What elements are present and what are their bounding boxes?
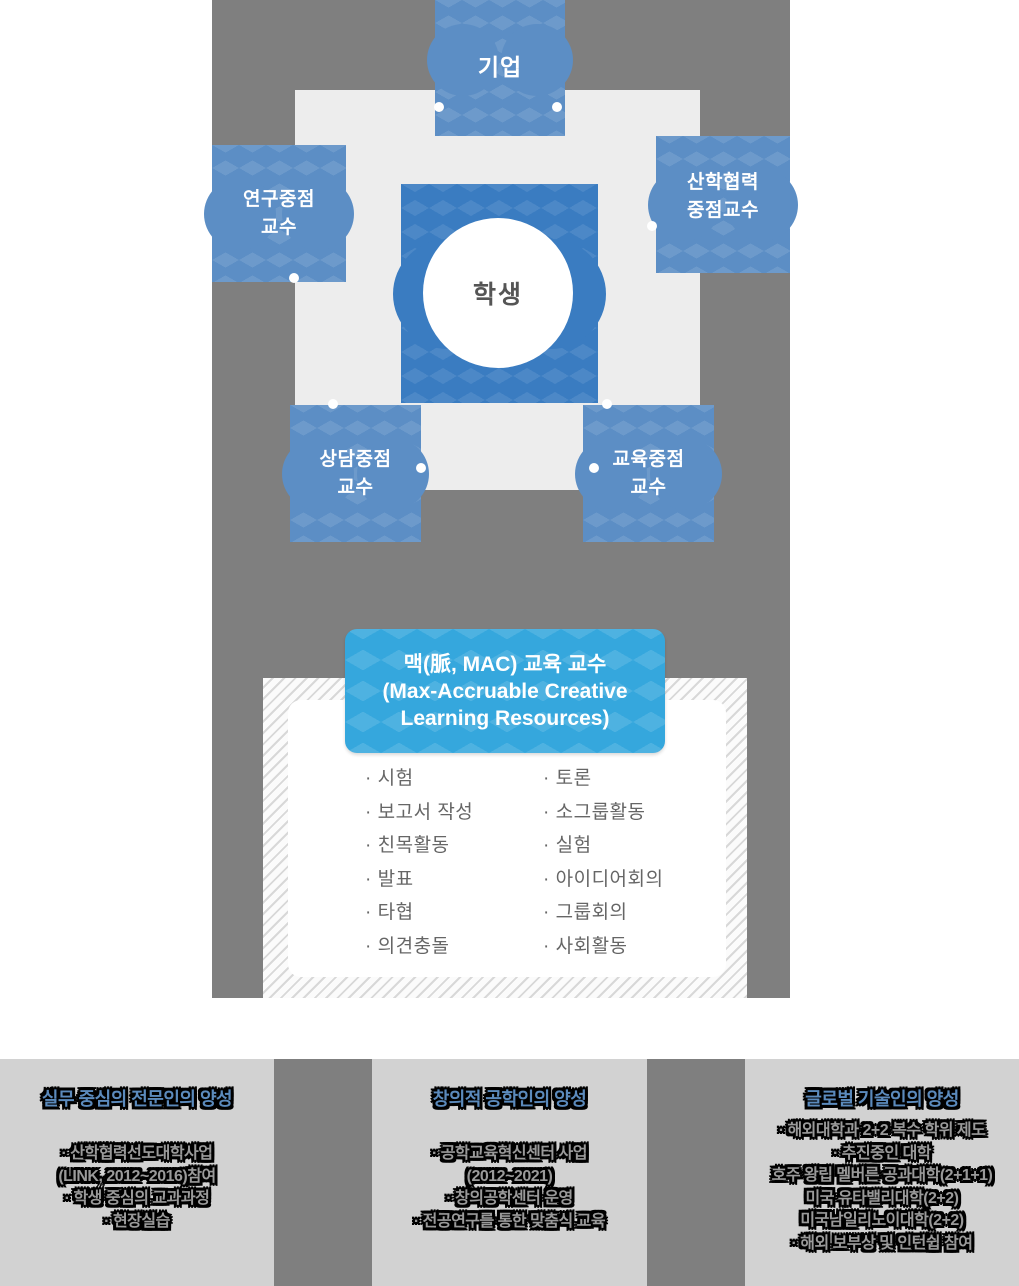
footer-line: · 학생 중심의 교과과정 (64, 1190, 210, 1207)
node-education-label-line1: 교육중점 (612, 448, 685, 470)
node-company: 기업 (427, 0, 573, 136)
activity-item: · 시험 (365, 768, 414, 789)
student-circle: 학생 (423, 218, 573, 368)
footer-column-title: 글로벌 기술인의 양성 (805, 1089, 959, 1109)
activity-item: · 소그룹활동 (543, 801, 646, 823)
node-education-label-line2: 교수 (630, 476, 667, 498)
node-counsel-label-line2: 교수 (337, 476, 374, 498)
footer-line: 미국남일리노이대학(2+2) (800, 1212, 964, 1229)
activity-item: · 토론 (543, 768, 592, 789)
node-bulge (726, 168, 798, 241)
connector-dot (589, 463, 599, 473)
activity-item: · 의견충돌 (365, 935, 450, 957)
mac-title-line2: (Max-Accruable Creative (382, 679, 628, 703)
footer-band: 실무 중심의 전문인의 양성 · 산학협력선도대학사업 (LINK, 2012~2… (0, 1059, 1019, 1286)
connector-dot (434, 102, 444, 112)
activity-item: · 실험 (543, 835, 592, 856)
node-bulge (282, 177, 354, 250)
node-student: 학생 (393, 184, 606, 403)
footer-line: · 전공연구를 통한 맞춤식 교육 (413, 1212, 606, 1230)
node-bulge (575, 437, 647, 510)
footer-line: · 해외 보부상 및 인턴쉽 참여 (791, 1234, 973, 1252)
connector-dot (416, 463, 426, 473)
footer-line: (LINK, 2012~2016)참여 (58, 1167, 216, 1185)
node-bulge (501, 24, 573, 96)
node-industry-label-line1: 산학협력 (687, 171, 759, 193)
node-education-professor: 교육중점 교수 (575, 405, 722, 542)
footer-column-creative: 창의적 공학인의 양성 · 공학교육혁신센터 사업 (2012~2021) · 창의… (372, 1059, 647, 1286)
node-counsel-label-line1: 상담중점 (319, 448, 392, 470)
activity-item: · 친목활동 (365, 835, 450, 856)
activity-item: · 타협 (365, 902, 414, 923)
node-industry-label: 산학협력 중점교수 (687, 169, 759, 225)
activity-item: · 발표 (365, 868, 414, 890)
node-bulge (357, 437, 429, 510)
node-bulge (427, 24, 499, 96)
node-counsel-professor: 상담중점 교수 (282, 405, 429, 542)
node-research-label-line1: 연구중점 (243, 188, 315, 210)
connector-dot (602, 399, 612, 409)
mac-education-box: 맥(脈, MAC) 교육 교수 (Max-Accruable Creative … (345, 629, 665, 753)
footer-column-body: · 산학협력선도대학사업 (LINK, 2012~2016)참여 · 학생 중심의 … (0, 1143, 274, 1233)
node-industry-label-line2: 중점교수 (687, 199, 759, 221)
activity-item: · 그룹회의 (543, 902, 628, 923)
node-research-label-line2: 교수 (261, 216, 297, 238)
activity-item: · 사회활동 (543, 935, 628, 957)
mac-title-line1: 맥(脈, MAC) 교육 교수 (403, 652, 607, 676)
node-industry-professor: 산학협력 중점교수 (648, 136, 798, 273)
node-student-label: 학생 (472, 281, 523, 309)
footer-column-body: · 공학교육혁신센터 사업 (2012~2021) · 창의공학센터 운영 · 전공연… (372, 1143, 647, 1233)
connector-dot (647, 221, 657, 231)
activity-item: · 아이디어회의 (543, 868, 664, 890)
node-company-label: 기업 (477, 54, 523, 80)
footer-line: · 해외대학과 2+2 복수 학위 제도 (778, 1122, 986, 1139)
footer-line: 호주 왕립 멜버른 공과대학(2+1+1) (771, 1167, 993, 1184)
footer-line: · 공학교육혁신센터 사업 (432, 1145, 587, 1162)
footer-line: (2012~2021) (466, 1167, 553, 1185)
footer-line: 미국 유타밸리대학(2+2) (805, 1189, 959, 1207)
node-research-professor: 연구중점 교수 (204, 145, 354, 282)
footer-line: · 추진중인 대학 (832, 1144, 932, 1162)
node-bulge (204, 177, 276, 250)
footer-line: · 창의공학센터 운영 (446, 1190, 573, 1207)
footer-column-global: 글로벌 기술인의 양성 · 해외대학과 2+2 복수 학위 제도 · 추진중인 대… (745, 1059, 1019, 1286)
node-bulge (282, 437, 354, 510)
footer-column-title: 실무 중심의 전문인의 양성 (41, 1089, 233, 1109)
node-bulge (648, 168, 720, 241)
footer-line: · 산학협력선도대학사업 (61, 1145, 213, 1162)
connector-dot (328, 399, 338, 409)
node-bulge (650, 437, 722, 510)
activities-list-right: · 토론 · 소그룹활동 · 실험 · 아이디어회의 · 그룹회의 · 사회활동 (543, 762, 664, 963)
footer-line: · 현장실습 (104, 1212, 170, 1230)
footer-column-title: 창의적 공학인의 양성 (432, 1089, 587, 1109)
activity-item: · 보고서 작성 (365, 801, 474, 823)
mac-title-line3: Learning Resources) (400, 706, 610, 730)
activities-list-left: · 시험 · 보고서 작성 · 친목활동 · 발표 · 타협 · 의견충돌 (365, 762, 473, 963)
connector-dot (552, 102, 562, 112)
footer-column-practical: 실무 중심의 전문인의 양성 · 산학협력선도대학사업 (LINK, 2012~2… (0, 1059, 274, 1286)
connector-dot (289, 273, 299, 283)
